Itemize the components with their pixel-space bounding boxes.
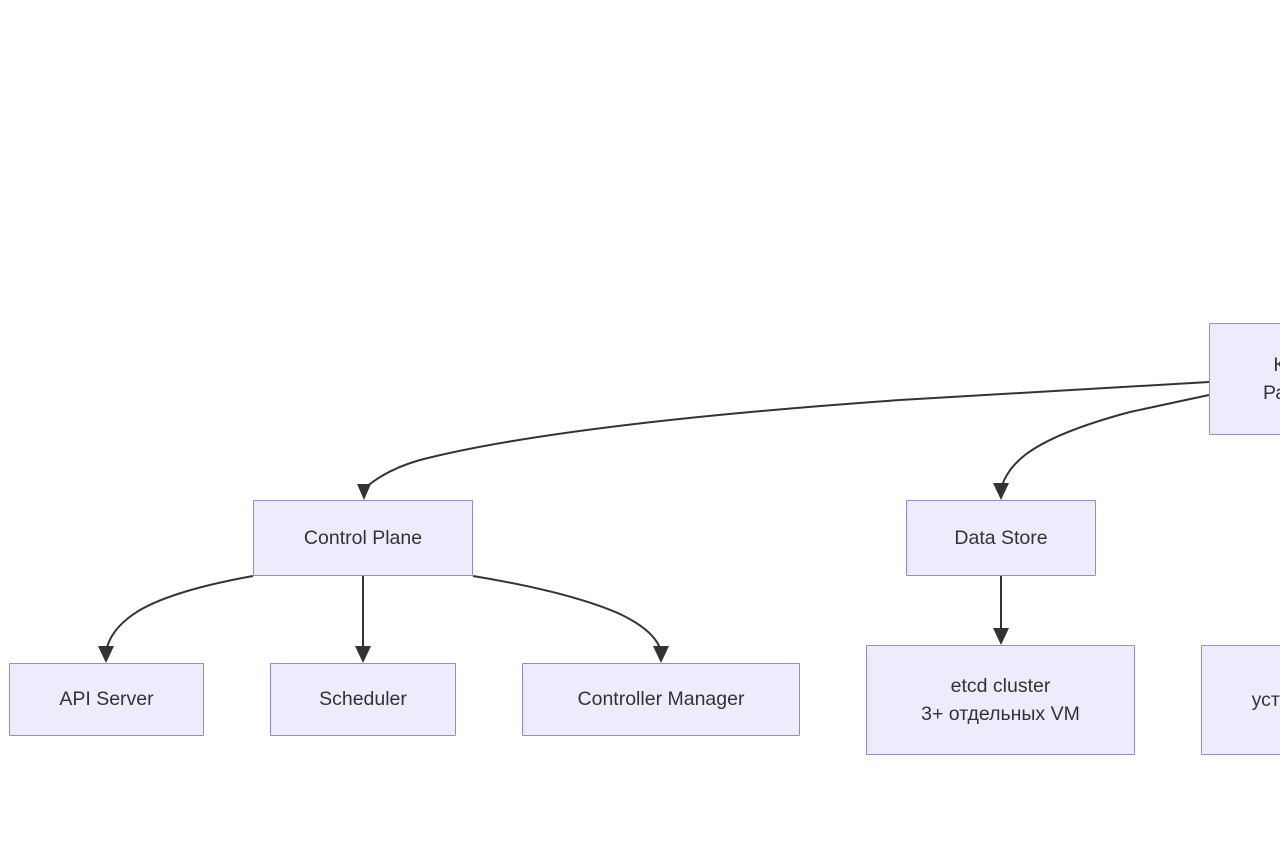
edge-control-plane-to-api-server	[98, 575, 254, 663]
node-control-plane[interactable]: Control Plane	[253, 500, 473, 576]
arrow-head-data-store	[993, 483, 1009, 500]
node-etcd-cluster-label-line-2: 3+ отдельных VM	[921, 703, 1080, 725]
node-root-label-line-1: К	[1273, 353, 1280, 376]
node-install-label: уста	[1251, 688, 1280, 711]
node-etcd-cluster[interactable]: etcd cluster 3+ отдельных VM	[866, 645, 1135, 755]
arrow-head-control-plane	[357, 484, 371, 500]
node-api-server-label: API Server	[59, 688, 154, 711]
edge-data-store-to-etcd-cluster	[993, 576, 1009, 645]
node-root-label-line-2: Раз	[1263, 382, 1280, 404]
node-scheduler[interactable]: Scheduler	[270, 663, 456, 736]
arrow-head-scheduler	[355, 646, 371, 663]
node-root[interactable]: К Раз	[1209, 323, 1280, 435]
node-control-plane-label: Control Plane	[303, 526, 423, 549]
edge-control-plane-to-scheduler	[355, 576, 371, 663]
node-data-store[interactable]: Data Store	[906, 500, 1096, 576]
node-controller-manager[interactable]: Controller Manager	[522, 663, 800, 736]
node-etcd-cluster-label-line-1: etcd cluster	[950, 674, 1051, 697]
node-install[interactable]: уста	[1201, 645, 1280, 755]
node-data-store-label: Data Store	[954, 526, 1048, 549]
arrow-head-etcd-cluster	[993, 628, 1009, 645]
node-controller-manager-label: Controller Manager	[577, 688, 745, 711]
arrow-head-controller-manager	[653, 646, 669, 663]
node-api-server[interactable]: API Server	[9, 663, 204, 736]
edge-control-plane-to-controller-manager	[472, 575, 669, 663]
node-scheduler-label: Scheduler	[319, 688, 407, 711]
edge-root-to-control-plane	[357, 381, 1210, 500]
edge-root-to-data-store	[993, 394, 1210, 500]
arrow-head-api-server	[98, 646, 114, 663]
